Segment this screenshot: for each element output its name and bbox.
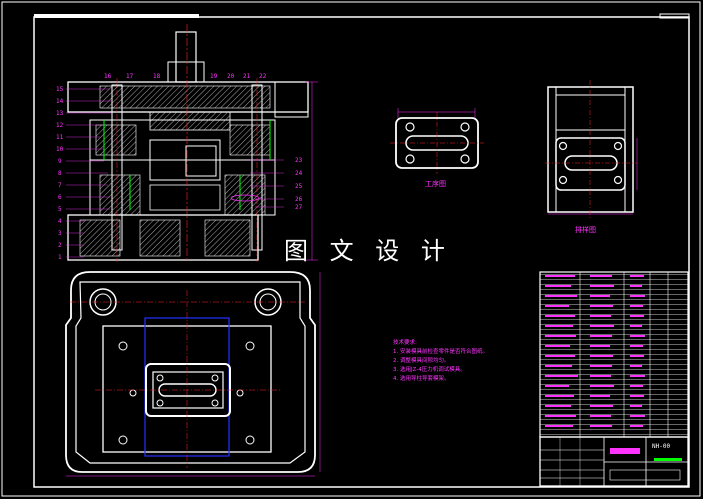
workpiece-label: 工序图 xyxy=(425,179,446,188)
callout-16: 16 xyxy=(104,73,112,80)
callout-6: 6 xyxy=(58,194,62,201)
callout-3: 3 xyxy=(58,230,62,237)
parts-list-table xyxy=(539,271,689,438)
lower-die-plan-view xyxy=(65,271,321,477)
corner-tab xyxy=(34,14,199,18)
callout-24: 24 xyxy=(295,170,303,177)
tech-req-item-3: 3. 选用JZ-4压力机调试模具。 xyxy=(393,365,466,373)
callout-11: 11 xyxy=(56,134,64,141)
callout-8: 8 xyxy=(58,170,62,177)
strip-layout-view: 排样图 xyxy=(545,80,638,234)
part-callouts-left: 15 14 13 12 11 10 9 8 7 6 5 4 3 2 1 xyxy=(56,86,64,261)
callout-26: 26 xyxy=(295,196,303,203)
part-callouts-top: 16 17 18 19 20 21 22 xyxy=(104,73,267,80)
die-shank xyxy=(175,31,197,83)
callout-27: 27 xyxy=(295,204,303,211)
inner-frame xyxy=(33,16,690,488)
callout-22: 22 xyxy=(259,73,267,80)
callout-14: 14 xyxy=(56,98,64,105)
callout-10: 10 xyxy=(56,146,64,153)
workpiece-view: 工序图 xyxy=(390,108,484,188)
assembly-section-view xyxy=(66,24,318,262)
technical-requirements: 技术要求: 1. 安装模具前检查零件是否符合图纸。 2. 调整模具间隙均匀。 3… xyxy=(393,338,488,382)
tech-req-item-1: 1. 安装模具前检查零件是否符合图纸。 xyxy=(393,347,488,355)
callout-5: 5 xyxy=(58,206,62,213)
title-block: NH-00 xyxy=(539,436,689,487)
part-callouts-right: 23 24 25 26 27 xyxy=(295,157,303,211)
callout-17: 17 xyxy=(126,73,134,80)
callout-23: 23 xyxy=(295,157,303,164)
callout-13: 13 xyxy=(56,110,64,117)
callout-19: 19 xyxy=(210,73,218,80)
callout-21: 21 xyxy=(243,73,251,80)
callout-15: 15 xyxy=(56,86,64,93)
drawing-code: NH-00 xyxy=(652,443,670,450)
callout-2: 2 xyxy=(58,242,62,249)
watermark-text: 图 文 设 计 xyxy=(284,237,452,265)
layout-label: 排样图 xyxy=(575,225,596,234)
callout-7: 7 xyxy=(58,182,62,189)
tech-req-item-4: 4. 选用导柱导套模架。 xyxy=(393,374,450,382)
corner-tab-right xyxy=(659,13,690,19)
callout-18: 18 xyxy=(153,73,161,80)
tech-req-title: 技术要求: xyxy=(393,338,417,346)
callout-1: 1 xyxy=(58,254,62,261)
callout-12: 12 xyxy=(56,122,64,129)
lower-die-base xyxy=(67,214,259,261)
callout-25: 25 xyxy=(295,183,303,190)
tech-req-item-2: 2. 调整模具间隙均匀。 xyxy=(393,356,450,364)
callout-4: 4 xyxy=(58,218,62,225)
callout-20: 20 xyxy=(227,73,235,80)
callout-9: 9 xyxy=(58,158,62,165)
